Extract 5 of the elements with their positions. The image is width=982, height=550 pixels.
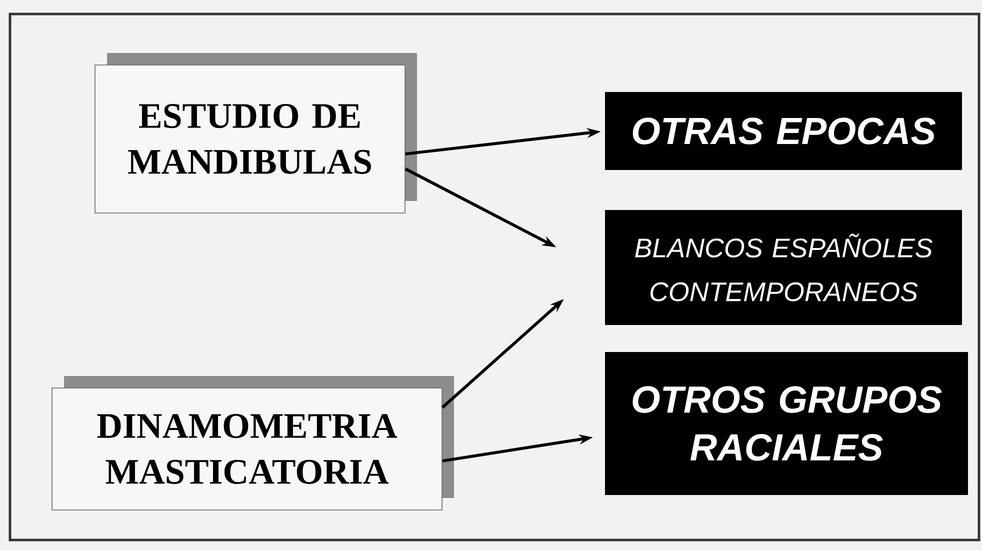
category-box: OTROS GRUPOS RACIALES bbox=[605, 352, 968, 495]
category-box: BLANCOS ESPAÑOLES CONTEMPORANEOS bbox=[605, 210, 962, 325]
label-box: ESTUDIO DE MANDIBULAS bbox=[94, 53, 417, 214]
label-box: DINAMOMETRIA MASTICATORIA bbox=[52, 376, 454, 510]
category-box: OTRAS EPOCAS bbox=[605, 92, 962, 170]
